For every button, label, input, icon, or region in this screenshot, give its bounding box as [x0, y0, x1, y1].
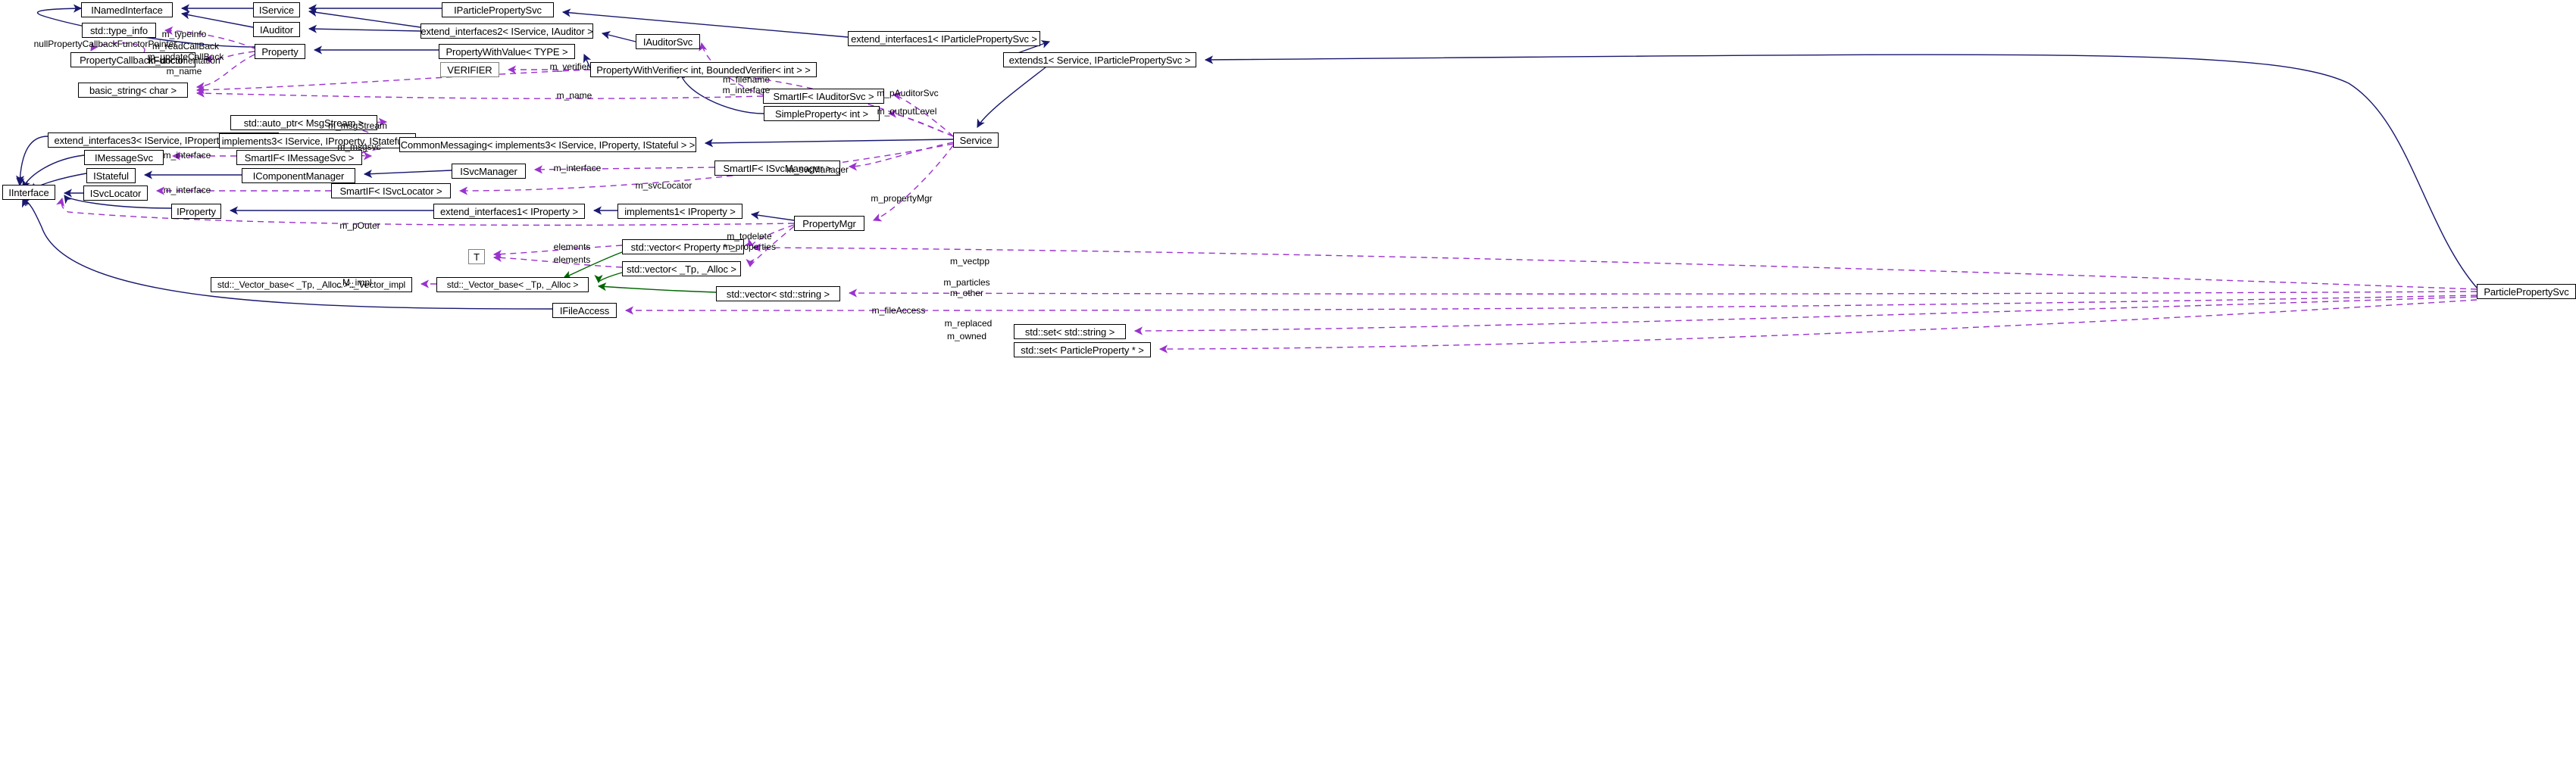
- edge-label-m-msgstream: m_msgStream: [327, 120, 388, 131]
- edge-label-m-outputlevel: m_outputLevel: [877, 106, 937, 117]
- edge-label-m-pouter: m_pOuter: [339, 220, 380, 231]
- inheritance-edges: [15, 4, 2478, 310]
- node-std-vector-property-ptr[interactable]: std::vector< Property * >: [622, 239, 744, 254]
- node-std-vector-tp-alloc[interactable]: std::vector< _Tp, _Alloc >: [622, 261, 741, 276]
- edge-label-m-todelete: m_todelete m_properties: [722, 231, 777, 252]
- node-std-set-particleproperty-ptr[interactable]: std::set< ParticleProperty * >: [1014, 342, 1151, 357]
- edge-label-m-replaced: m_replaced: [944, 318, 993, 329]
- node-iparticlepropertysvc[interactable]: IParticlePropertySvc: [442, 2, 554, 17]
- edge-label-m-particles: m_particles m_other: [943, 277, 990, 298]
- edge-label-m-vectpp: m_vectpp: [949, 256, 990, 267]
- node-smartif-isvcmanager[interactable]: SmartIF< ISvcManager >: [714, 161, 840, 176]
- node-particlepropertysvc[interactable]: ParticlePropertySvc: [2477, 284, 2576, 299]
- edge-label-m-svcmanager: m_svcManager: [786, 164, 849, 175]
- node-istateful[interactable]: IStateful: [86, 168, 136, 183]
- edge-label-m-interface-4: m_interface: [163, 185, 211, 195]
- node-iproperty[interactable]: IProperty: [171, 204, 221, 219]
- node-iauditor[interactable]: IAuditor: [253, 22, 300, 37]
- node-smartif-iauditorsvc[interactable]: SmartIF< IAuditorSvc >: [763, 89, 884, 104]
- node-iinterface[interactable]: IInterface: [2, 185, 55, 200]
- edge-label-m-owned: m_owned: [946, 331, 987, 341]
- edge-label-elements-2: elements: [553, 254, 591, 265]
- node-inamedinterface[interactable]: INamedInterface: [81, 2, 173, 17]
- node-propertywithverifier[interactable]: PropertyWithVerifier< int, BoundedVerifi…: [590, 62, 817, 77]
- node-propertymgr[interactable]: PropertyMgr: [794, 216, 864, 231]
- edge-label-m-impl: _M_impl: [337, 277, 372, 288]
- node-implements3[interactable]: implements3< IService, IProperty, IState…: [219, 133, 416, 148]
- edge-label-m-verifier: m_verifier: [549, 61, 590, 72]
- node-service[interactable]: Service: [953, 133, 999, 148]
- edge-label-m-typeinfo: m_typeinfo: [161, 29, 207, 39]
- node-iservice[interactable]: IService: [253, 2, 300, 17]
- edge-label-m-interface-1: m_interface: [722, 85, 771, 95]
- node-std-vector-std-string[interactable]: std::vector< std::string >: [716, 286, 840, 301]
- edge-label-m-propertymgr: m_propertyMgr: [871, 193, 933, 204]
- edge-label-m-pauditorsvc: m_pAuditorSvc: [877, 88, 939, 98]
- node-vector-base-vector-impl[interactable]: std::_Vector_base< _Tp, _Alloc >::_Vecto…: [211, 277, 412, 292]
- node-property[interactable]: Property: [255, 44, 305, 59]
- node-std-set-std-string[interactable]: std::set< std::string >: [1014, 324, 1126, 339]
- node-iauditorsvc[interactable]: IAuditorSvc: [636, 34, 700, 49]
- node-vector-base[interactable]: std::_Vector_base< _Tp, _Alloc >: [436, 277, 589, 292]
- edge-label-m-documentation: m_documentation m_name: [148, 55, 220, 76]
- edge-label-m-msgsvc: m_msgsvc: [337, 142, 381, 152]
- node-verifier[interactable]: VERIFIER: [440, 62, 499, 77]
- edge-label-elements-1: elements: [553, 242, 591, 252]
- node-imessagesvc[interactable]: IMessageSvc: [84, 150, 164, 165]
- node-propertywithvalue[interactable]: PropertyWithValue< TYPE >: [439, 44, 575, 59]
- edge-label-m-filename: m_filename: [722, 74, 771, 85]
- node-commonmessaging[interactable]: CommonMessaging< implements3< IService, …: [399, 137, 696, 152]
- edge-label-m-interface-3: m_interface: [553, 163, 602, 173]
- node-t[interactable]: T: [468, 249, 485, 264]
- node-extends1-service-iparticlepropertysvc[interactable]: extends1< Service, IParticlePropertySvc …: [1003, 52, 1196, 67]
- edge-label-m-readcallback: m_readCallBack m_updateCallBack: [147, 41, 224, 62]
- node-basic-string-char[interactable]: basic_string< char >: [78, 83, 188, 98]
- edge-label-nullpropertycallbackfunctorpointer: nullPropertyCallbackFunctorPointer: [33, 39, 177, 49]
- edge-label-m-name: m_name: [556, 90, 592, 101]
- node-smartif-isvclocator[interactable]: SmartIF< ISvcLocator >: [331, 183, 451, 198]
- node-extend-interfaces1-iproperty[interactable]: extend_interfaces1< IProperty >: [433, 204, 585, 219]
- node-std-auto-ptr-msgstream[interactable]: std::auto_ptr< MsgStream >: [230, 115, 377, 130]
- node-implements1-iproperty[interactable]: implements1< IProperty >: [617, 204, 742, 219]
- node-smartif-imessagesvc[interactable]: SmartIF< IMessageSvc >: [236, 150, 362, 165]
- node-extend-interfaces1-iparticlepropertysvc[interactable]: extend_interfaces1< IParticlePropertySvc…: [848, 31, 1040, 46]
- node-icomponentmanager[interactable]: IComponentManager: [242, 168, 355, 183]
- node-simpleproperty-int[interactable]: SimpleProperty< int >: [764, 106, 880, 121]
- node-ifileaccess[interactable]: IFileAccess: [552, 303, 617, 318]
- node-isvcmanager[interactable]: ISvcManager: [452, 164, 526, 179]
- edge-label-m-svclocator: m_svcLocator: [635, 180, 692, 191]
- node-propertycallbackfunctor[interactable]: PropertyCallbackFunctor: [70, 52, 195, 67]
- edge-label-m-interface-2: m_interface: [163, 150, 211, 161]
- node-isvclocator[interactable]: ISvcLocator: [83, 186, 148, 201]
- node-extend-interfaces2[interactable]: extend_interfaces2< IService, IAuditor >: [420, 23, 593, 39]
- edge-label-m-fileaccess: m_fileAccess: [871, 305, 926, 316]
- node-std-type-info[interactable]: std::type_info: [82, 23, 156, 38]
